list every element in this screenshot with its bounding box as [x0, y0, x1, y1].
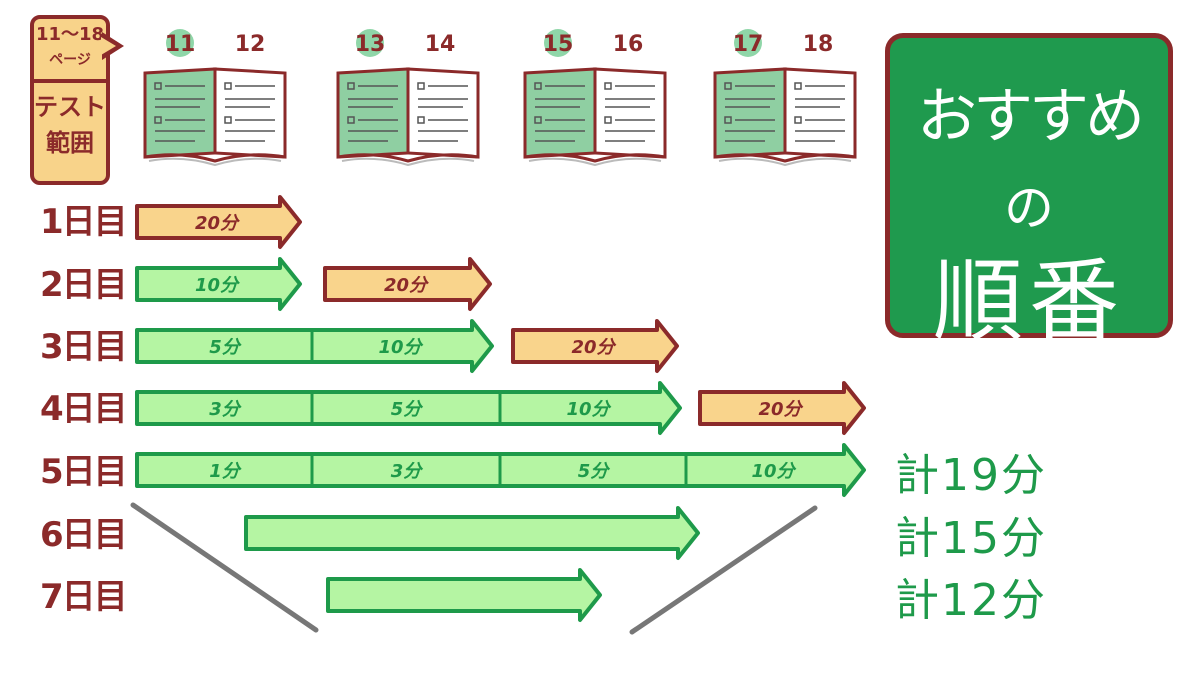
total-day-6: 計15分: [895, 513, 1047, 564]
badge-scope: テスト範囲: [34, 93, 106, 157]
arrow-label-day-5: 5分: [578, 461, 611, 482]
arrow-day-1-1: [135, 195, 302, 249]
badge-divider: [34, 79, 106, 83]
board-line-1: おすすめ: [917, 82, 1145, 152]
arrow-label-day-4: 10分: [566, 399, 611, 420]
day-label-1: 1日目: [40, 202, 128, 242]
day-label-5: 5日目: [40, 452, 128, 492]
page-number-14: 14: [424, 32, 456, 57]
arrow-label-day-5: 10分: [751, 461, 796, 482]
arrow-day-6-1: [244, 506, 700, 560]
page-number-18: 18: [802, 32, 834, 57]
funnel-line-left: [130, 502, 319, 633]
funnel-line-right: [629, 505, 818, 635]
recommended-order-board: おすすめ の 順番: [885, 33, 1173, 354]
arrow-day-4-1: [135, 381, 682, 435]
arrow-label-day-1: 20分: [195, 213, 240, 234]
arrow-label-day-3: 5分: [209, 337, 242, 358]
arrow-day-7-1: [326, 568, 602, 622]
total-day-5: 計19分: [895, 450, 1047, 501]
arrow-day-3-2: [511, 319, 679, 373]
arrow-day-4-2: [698, 381, 866, 435]
total-day-7: 計12分: [895, 575, 1047, 626]
arrow-day-3-1: [135, 319, 494, 373]
badge-pages: 11～18: [35, 24, 105, 45]
arrow-label-day-2: 20分: [384, 275, 429, 296]
arrow-label-day-4: 5分: [391, 399, 424, 420]
day-label-4: 4日目: [40, 389, 128, 429]
day-label-6: 6日目: [40, 515, 128, 555]
page-number-11: 11: [160, 29, 200, 57]
page-number-17: 17: [728, 29, 768, 57]
arrow-label-day-5: 3分: [391, 461, 424, 482]
arrow-label-day-2: 10分: [195, 275, 240, 296]
page-number-13: 13: [350, 29, 390, 57]
arrow-label-day-4: 20分: [758, 399, 803, 420]
page-number-15: 15: [538, 29, 578, 57]
day-label-7: 7日目: [40, 577, 128, 617]
page-number-16: 16: [612, 32, 644, 57]
board-line-3: 順番: [933, 249, 1125, 354]
day-label-2: 2日目: [40, 265, 128, 305]
day-label-3: 3日目: [40, 327, 128, 367]
arrow-day-2-2: [323, 257, 492, 311]
badge-tail-inner: [101, 37, 116, 55]
arrow-label-day-4: 3分: [209, 399, 242, 420]
arrow-label-day-5: 1分: [209, 461, 242, 482]
page-number-12: 12: [234, 32, 266, 57]
arrow-day-2-1: [135, 257, 302, 311]
test-scope-badge: 11～18 ページ テスト範囲: [30, 15, 110, 185]
board-line-2: の: [1004, 179, 1054, 237]
arrow-label-day-3: 20分: [571, 337, 616, 358]
arrow-label-day-3: 10分: [378, 337, 423, 358]
badge-pages-sub: ページ: [49, 52, 91, 68]
